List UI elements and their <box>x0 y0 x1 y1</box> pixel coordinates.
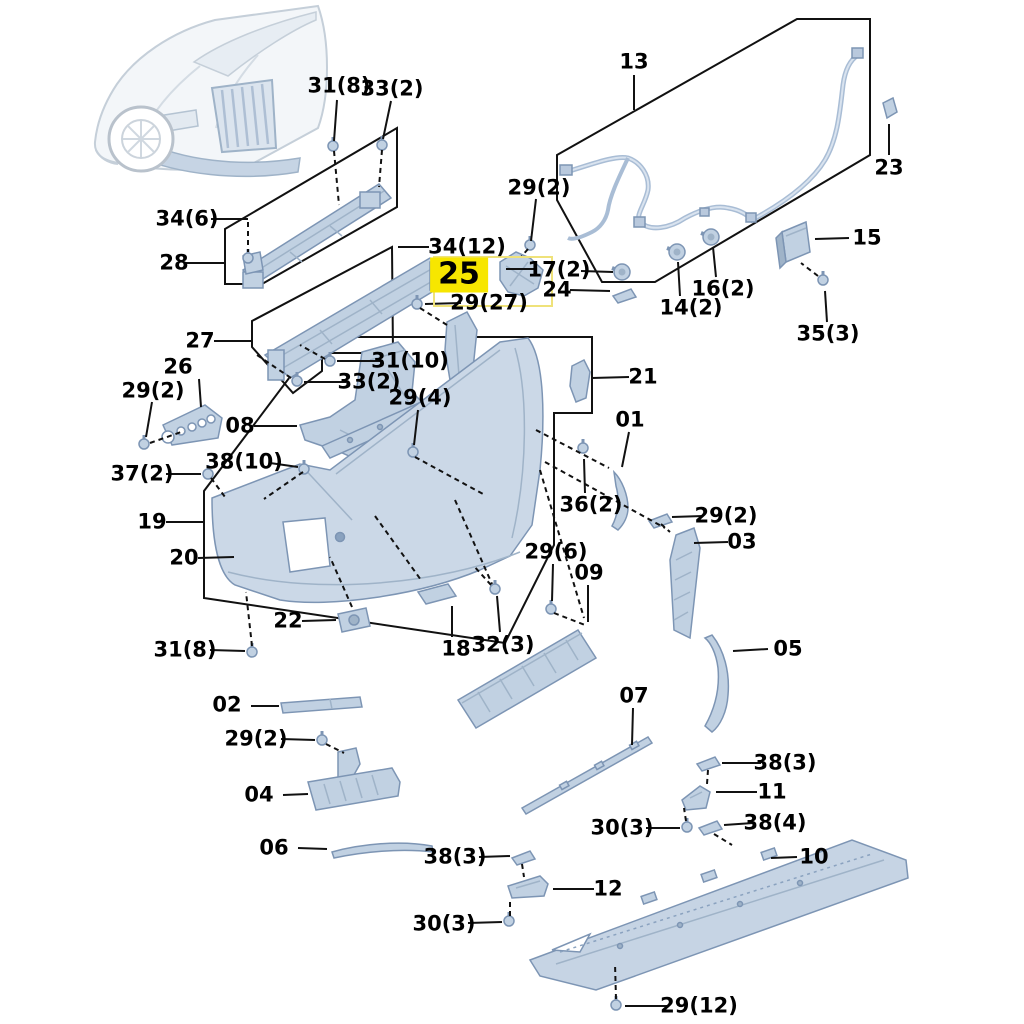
wiring-harness-13 <box>559 47 864 241</box>
part-label-07[interactable]: 07 <box>619 683 649 708</box>
part-label-18[interactable]: 18 <box>441 636 471 661</box>
group-box-28 <box>224 126 398 285</box>
car-wheel-spokes <box>123 121 159 157</box>
car-bumper-band <box>135 138 301 178</box>
part-label-34-12[interactable]: 34(12) <box>428 234 506 259</box>
part-label-15[interactable]: 15 <box>852 225 882 250</box>
part-23-clip <box>882 96 898 120</box>
part-label-38-4[interactable]: 38(4) <box>743 810 807 835</box>
car-windshield <box>192 11 317 77</box>
part-label-31-8-top[interactable]: 31(8) <box>307 73 371 98</box>
part-label-10[interactable]: 10 <box>799 844 829 869</box>
part-label-29-12[interactable]: 29(12) <box>660 993 738 1018</box>
part-label-16-2[interactable]: 16(2) <box>691 276 755 301</box>
part-10-skid-plate <box>528 839 909 991</box>
part-label-38-10[interactable]: 38(10) <box>205 449 283 474</box>
part-label-14-2[interactable]: 14(2) <box>659 295 723 320</box>
part-label-36-2[interactable]: 36(2) <box>559 492 623 517</box>
part-01-strip <box>611 469 629 531</box>
part-label-09[interactable]: 09 <box>574 560 604 585</box>
part-label-33-2-mid[interactable]: 33(2) <box>337 369 401 394</box>
part-label-04[interactable]: 04 <box>244 782 274 807</box>
part-label-31-10[interactable]: 31(10) <box>371 348 449 373</box>
part-label-33-2-top[interactable]: 33(2) <box>360 76 424 101</box>
part-label-28[interactable]: 28 <box>159 250 189 275</box>
part-label-29-2-right[interactable]: 29(2) <box>694 503 758 528</box>
part-15-radar-module <box>775 220 811 270</box>
highlighted-part-label-25[interactable]: 25 <box>430 257 488 293</box>
part-label-37-2[interactable]: 37(2) <box>110 461 174 486</box>
part-label-19[interactable]: 19 <box>137 509 167 534</box>
part-label-21[interactable]: 21 <box>628 364 658 389</box>
part-label-20[interactable]: 20 <box>169 545 199 570</box>
part-04-bracket <box>307 747 401 811</box>
part-22-plate <box>337 607 371 633</box>
part-12-bracket <box>507 875 549 899</box>
part-label-34-6[interactable]: 34(6) <box>155 206 219 231</box>
part-05-strip <box>703 634 730 733</box>
part-label-13[interactable]: 13 <box>619 49 649 74</box>
leader-lines-dashed <box>149 149 819 1000</box>
car-front-lip <box>95 149 119 165</box>
part-label-29-2-left[interactable]: 29(2) <box>121 378 185 403</box>
part-label-29-2-top[interactable]: 29(2) <box>507 175 571 200</box>
vehicle-illustration <box>93 4 328 178</box>
part-label-29-2-low[interactable]: 29(2) <box>224 726 288 751</box>
part-label-35-3[interactable]: 35(3) <box>796 321 860 346</box>
part-06-strip <box>331 842 434 859</box>
part-09-lower-grille <box>456 628 598 730</box>
part-label-05[interactable]: 05 <box>773 636 803 661</box>
part-label-17-2[interactable]: 17(2) <box>527 257 591 282</box>
car-grille-bars <box>220 83 270 149</box>
part-label-29-4[interactable]: 29(4) <box>388 385 452 410</box>
part-label-03[interactable]: 03 <box>727 529 757 554</box>
part-07-trim-strip <box>520 736 654 815</box>
part-label-29-6[interactable]: 29(6) <box>524 539 588 564</box>
part-label-30-3-right[interactable]: 30(3) <box>590 815 654 840</box>
leader-lines-solid <box>145 75 890 1007</box>
part-21-bracket <box>569 358 591 403</box>
part-label-12[interactable]: 12 <box>593 876 623 901</box>
part-26-bracket <box>161 404 223 446</box>
part-11-bracket <box>681 785 711 811</box>
part-label-27[interactable]: 27 <box>185 328 215 353</box>
part-label-38-3-mid[interactable]: 38(3) <box>423 844 487 869</box>
group-box-13 <box>556 18 871 283</box>
part-03-grille-strip <box>669 527 701 640</box>
part-label-32-3[interactable]: 32(3) <box>471 632 535 657</box>
part-label-22[interactable]: 22 <box>273 608 303 633</box>
part-28-impact-bar <box>241 183 393 289</box>
part-label-01[interactable]: 01 <box>615 407 645 432</box>
part-20-bumper-cover <box>211 337 544 604</box>
part-label-26[interactable]: 26 <box>163 354 193 379</box>
part-label-38-3-right[interactable]: 38(3) <box>753 750 817 775</box>
part-label-11[interactable]: 11 <box>757 779 787 804</box>
part-label-31-8-bottom[interactable]: 31(8) <box>153 637 217 662</box>
part-18-plate <box>416 583 458 605</box>
part-label-29-27[interactable]: 29(27) <box>450 290 528 315</box>
part-label-24[interactable]: 24 <box>542 277 572 302</box>
car-wheel-inner <box>121 119 161 159</box>
part-label-23[interactable]: 23 <box>874 155 904 180</box>
part-02-strip <box>280 696 363 714</box>
part-label-06[interactable]: 06 <box>259 835 289 860</box>
group-box-bumper <box>203 336 593 645</box>
part-label-08[interactable]: 08 <box>225 413 255 438</box>
part-label-30-3-mid[interactable]: 30(3) <box>412 911 476 936</box>
part-25-bracket <box>499 251 544 297</box>
part-label-02[interactable]: 02 <box>212 692 242 717</box>
